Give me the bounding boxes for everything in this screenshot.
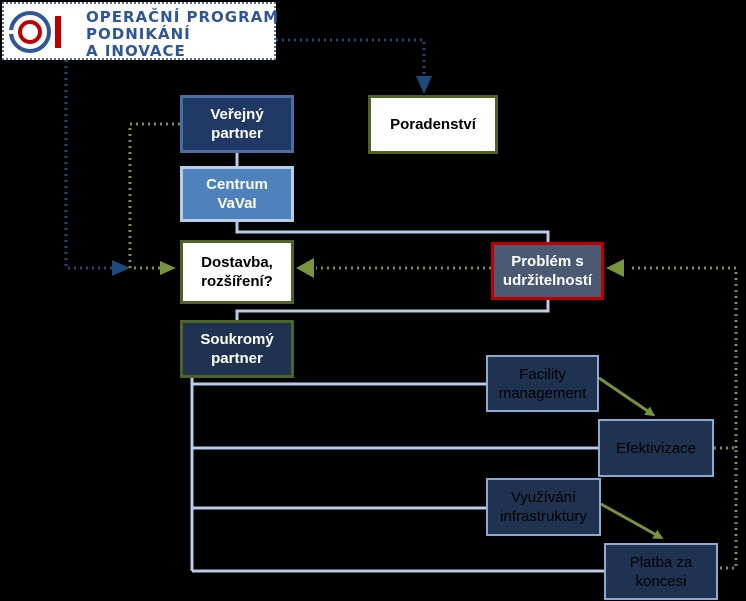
connector-logo-poradenstvi [276, 38, 426, 78]
connector-problem-soukromy [235, 300, 550, 320]
node-problem-s-udrzitelnosti: Problém s udržitelností [491, 242, 604, 300]
node-label: Soukromý [200, 331, 274, 348]
node-label: Problém s [511, 253, 584, 270]
arrow-vyuzivani-platba [600, 502, 664, 539]
arrow-problem-dostavba [296, 258, 314, 278]
arrow-into-problem [606, 259, 624, 277]
logo-line-2: PODNIKÁNÍ [86, 25, 191, 43]
node-label: Centrum [206, 176, 268, 193]
opi-logo: OPERAČNÍ PROGRAM PODNIKÁNÍ A INOVACE [2, 2, 279, 60]
node-label: rozšíření? [201, 273, 273, 290]
connector-logo-dostavba [64, 60, 114, 270]
arrow-facility-efektivizace [598, 376, 656, 417]
node-efektivizace: Efektivizace [598, 419, 714, 477]
logo-line-3: A INOVACE [86, 42, 186, 60]
node-poradenstvi: Poradenství [368, 95, 498, 154]
node-platba-za-koncesi: Platba za koncesi [604, 543, 718, 600]
connector-verejny-dostavba [128, 122, 180, 270]
node-dostavba-rozsireni: Dostavba, rozšíření? [180, 240, 294, 304]
connector-centrum-problem [235, 222, 550, 242]
arrow-poradenstvi [416, 76, 432, 94]
solid-connectors [190, 153, 604, 573]
node-label: udržitelností [502, 272, 593, 289]
arrow-verejny-dostavba [160, 261, 176, 275]
node-label: Facility [519, 365, 566, 383]
node-verejny-partner: Veřejný partner [180, 95, 294, 153]
node-centrum-vavai: Centrum VaVaI [180, 166, 294, 222]
logo-line-1: OPERAČNÍ PROGRAM [86, 8, 280, 26]
node-vyuzivani-infrastruktury: Využívání infrastruktury [486, 478, 601, 536]
node-label: Využívání [510, 489, 577, 506]
node-label: partner [211, 350, 263, 367]
node-label: infrastruktury [500, 508, 587, 525]
node-label: Poradenství [390, 116, 476, 133]
node-label: koncesi [635, 572, 687, 590]
connector-right-loop [630, 266, 738, 570]
node-label: management [498, 384, 587, 402]
node-label: Dostavba, [201, 254, 273, 271]
node-label: VaVaI [217, 195, 257, 212]
dotted-green-connectors [128, 122, 738, 570]
node-label: Platba za [629, 553, 693, 571]
logo-text: OPERAČNÍ PROGRAM PODNIKÁNÍ A INOVACE [86, 9, 279, 60]
node-soukromy-partner: Soukromý partner [180, 320, 294, 378]
opi-logo-mark-icon [8, 11, 61, 53]
arrow-logo-dostavba [112, 260, 130, 276]
node-label: Efektivizace [615, 439, 697, 457]
node-label: partner [211, 125, 263, 142]
node-label: Veřejný [210, 106, 264, 123]
node-facility-management: Facility management [486, 355, 599, 412]
dotted-blue-connectors [64, 38, 426, 270]
